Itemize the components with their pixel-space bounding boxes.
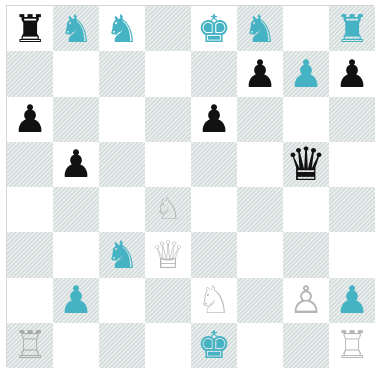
square-g7[interactable]: ♟ (283, 51, 329, 96)
square-d3[interactable]: ♕ (145, 232, 191, 277)
square-g8[interactable] (283, 6, 329, 51)
square-g2[interactable]: ♙ (283, 278, 329, 323)
black-pawn-icon[interactable]: ♟ (335, 55, 369, 93)
square-c4[interactable] (99, 187, 145, 232)
black-pawn-icon[interactable]: ♟ (243, 55, 277, 93)
square-d4[interactable]: ♘ (145, 187, 191, 232)
square-h7[interactable]: ♟ (329, 51, 375, 96)
square-a5[interactable] (7, 142, 53, 187)
white-pawn-icon[interactable]: ♟ (335, 281, 369, 319)
black-pawn-icon[interactable]: ♟ (197, 100, 231, 138)
square-e2[interactable]: ♘ (191, 278, 237, 323)
black-pawn-icon[interactable]: ♟ (13, 100, 47, 138)
square-c5[interactable] (99, 142, 145, 187)
white-knight-icon[interactable]: ♞ (105, 236, 139, 274)
black-king-icon[interactable]: ♚ (197, 10, 231, 48)
square-c8[interactable]: ♞ (99, 6, 145, 51)
black-queen-icon[interactable]: ♛ (285, 141, 326, 187)
white-queen-icon[interactable]: ♕ (151, 236, 185, 274)
square-g4[interactable] (283, 187, 329, 232)
square-f1[interactable] (237, 323, 283, 368)
square-e4[interactable] (191, 187, 237, 232)
square-b5[interactable]: ♟ (53, 142, 99, 187)
square-c7[interactable] (99, 51, 145, 96)
black-knight-icon[interactable]: ♞ (105, 10, 139, 48)
square-b2[interactable]: ♟ (53, 278, 99, 323)
black-rook-icon[interactable]: ♜ (335, 10, 369, 48)
square-g6[interactable] (283, 97, 329, 142)
square-c2[interactable] (99, 278, 145, 323)
square-b7[interactable] (53, 51, 99, 96)
white-knight-icon[interactable]: ♘ (155, 195, 182, 225)
square-h2[interactable]: ♟ (329, 278, 375, 323)
square-f4[interactable] (237, 187, 283, 232)
square-b6[interactable] (53, 97, 99, 142)
square-a7[interactable] (7, 51, 53, 96)
square-b3[interactable] (53, 232, 99, 277)
square-f8[interactable]: ♞ (237, 6, 283, 51)
black-knight-icon[interactable]: ♞ (59, 10, 93, 48)
square-f3[interactable] (237, 232, 283, 277)
square-f6[interactable] (237, 97, 283, 142)
black-pawn-icon[interactable]: ♟ (59, 145, 93, 183)
square-b1[interactable] (53, 323, 99, 368)
square-e3[interactable] (191, 232, 237, 277)
square-d7[interactable] (145, 51, 191, 96)
square-h1[interactable]: ♖ (329, 323, 375, 368)
black-knight-icon[interactable]: ♞ (243, 10, 277, 48)
square-a2[interactable] (7, 278, 53, 323)
square-h6[interactable] (329, 97, 375, 142)
square-c1[interactable] (99, 323, 145, 368)
square-g5[interactable]: ♛ (283, 142, 329, 187)
square-g3[interactable] (283, 232, 329, 277)
square-g1[interactable] (283, 323, 329, 368)
square-f2[interactable] (237, 278, 283, 323)
white-rook-icon[interactable]: ♖ (335, 326, 369, 364)
square-e7[interactable] (191, 51, 237, 96)
square-a8[interactable]: ♜ (7, 6, 53, 51)
square-h8[interactable]: ♜ (329, 6, 375, 51)
square-f5[interactable] (237, 142, 283, 187)
square-d1[interactable] (145, 323, 191, 368)
square-a6[interactable]: ♟ (7, 97, 53, 142)
square-e8[interactable]: ♚ (191, 6, 237, 51)
square-e5[interactable] (191, 142, 237, 187)
square-d5[interactable] (145, 142, 191, 187)
square-b8[interactable]: ♞ (53, 6, 99, 51)
square-c3[interactable]: ♞ (99, 232, 145, 277)
chess-board: ♜ ♞ ♞ ♚ ♞ ♜ ♟ ♟ ♟ ♟ ♟ ♟ ♛ ♘ ♞ ♕ ♟ ♘ ♙ ♟ ♖ ♚ ♖ (6, 5, 374, 367)
square-a4[interactable] (7, 187, 53, 232)
white-knight-icon[interactable]: ♘ (197, 281, 231, 319)
square-f7[interactable]: ♟ (237, 51, 283, 96)
square-d8[interactable] (145, 6, 191, 51)
square-c6[interactable] (99, 97, 145, 142)
square-d2[interactable] (145, 278, 191, 323)
white-pawn-icon[interactable]: ♟ (59, 281, 93, 319)
black-pawn-icon[interactable]: ♟ (289, 55, 323, 93)
square-e1[interactable]: ♚ (191, 323, 237, 368)
white-rook-icon[interactable]: ♖ (13, 326, 47, 364)
square-b4[interactable] (53, 187, 99, 232)
square-d6[interactable] (145, 97, 191, 142)
white-king-icon[interactable]: ♚ (197, 326, 231, 364)
square-a1[interactable]: ♖ (7, 323, 53, 368)
square-h3[interactable] (329, 232, 375, 277)
square-e6[interactable]: ♟ (191, 97, 237, 142)
square-h4[interactable] (329, 187, 375, 232)
square-a3[interactable] (7, 232, 53, 277)
black-rook-icon[interactable]: ♜ (13, 10, 47, 48)
white-pawn-icon[interactable]: ♙ (289, 281, 323, 319)
square-h5[interactable] (329, 142, 375, 187)
